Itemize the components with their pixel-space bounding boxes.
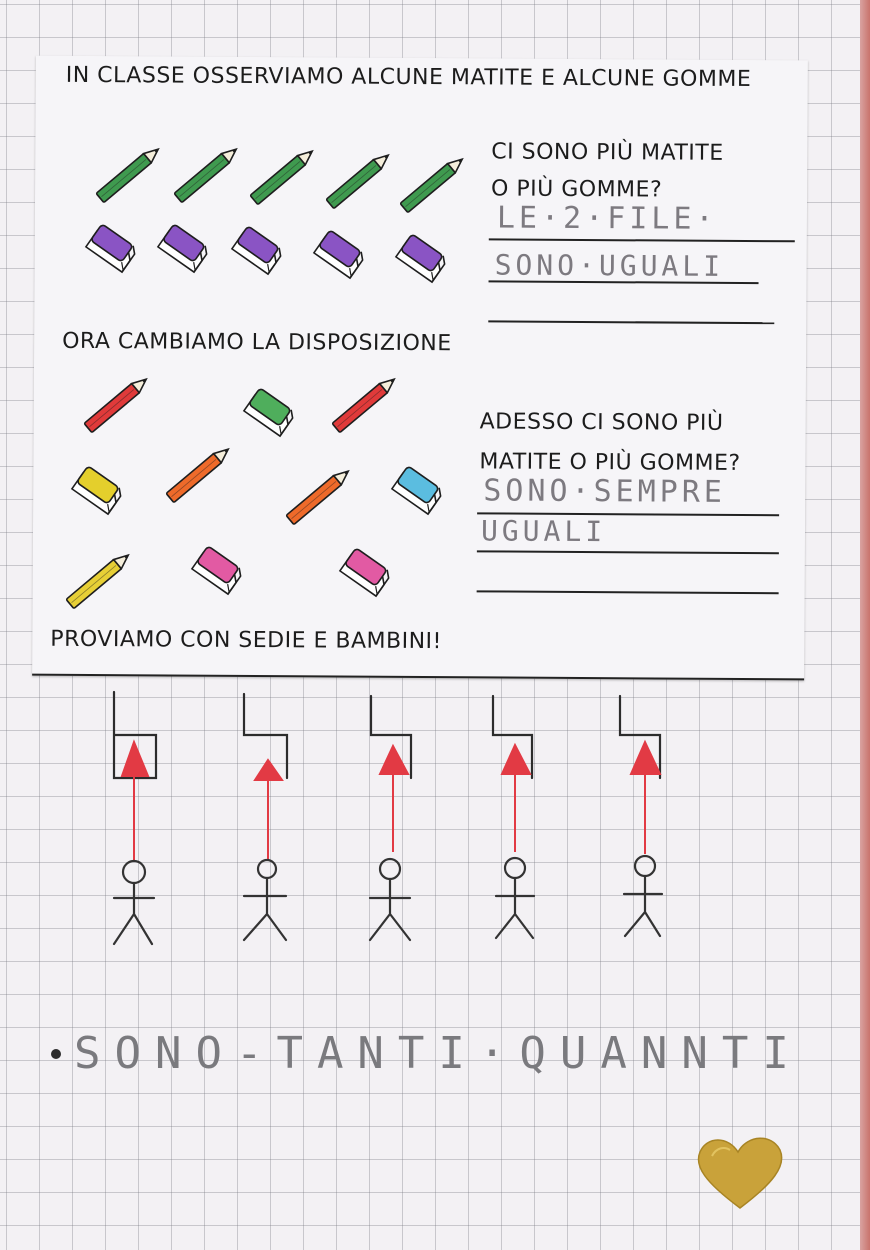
chair-icon (618, 694, 662, 780)
pencil-icon (285, 465, 353, 526)
heart-icon (697, 1137, 783, 1209)
child-icon (494, 856, 536, 940)
bullet-dot (51, 1049, 61, 1059)
child-icon (368, 857, 412, 942)
arrow-icon (378, 743, 410, 852)
pencil-icon (83, 373, 151, 434)
pencil-icon (173, 143, 241, 204)
child-icon (112, 859, 156, 946)
arrow-icon (120, 739, 150, 860)
eraser-icon (85, 223, 139, 273)
final-answer: SONO-TANTI·QUANNTI (74, 1028, 803, 1079)
eraser-icon (395, 233, 449, 283)
pencil-icon (331, 373, 399, 434)
eraser-icon (157, 223, 211, 273)
eraser-icon (191, 545, 245, 595)
eraser-icon (231, 225, 285, 275)
arrow-icon (500, 742, 532, 852)
pencil-icon (249, 145, 317, 206)
chair-icon (491, 694, 534, 780)
pencil-icon (95, 143, 163, 204)
eraser-icon (391, 465, 445, 515)
chair-icon (242, 692, 289, 780)
chair-icon (369, 694, 413, 780)
notebook-cover-edge (860, 0, 870, 1250)
child-icon (622, 854, 664, 938)
pencil-icon (325, 149, 393, 210)
eraser-icon (313, 229, 367, 279)
arrow-icon (629, 739, 662, 854)
eraser-icon (71, 465, 125, 515)
chair-icon (112, 690, 158, 780)
pencil-icon (399, 153, 467, 214)
eraser-icon (243, 387, 297, 437)
eraser-icon (339, 547, 393, 597)
pencil-icon (165, 443, 233, 504)
child-icon (242, 858, 288, 942)
pencil-icon (65, 549, 133, 610)
arrow-icon (253, 758, 284, 860)
